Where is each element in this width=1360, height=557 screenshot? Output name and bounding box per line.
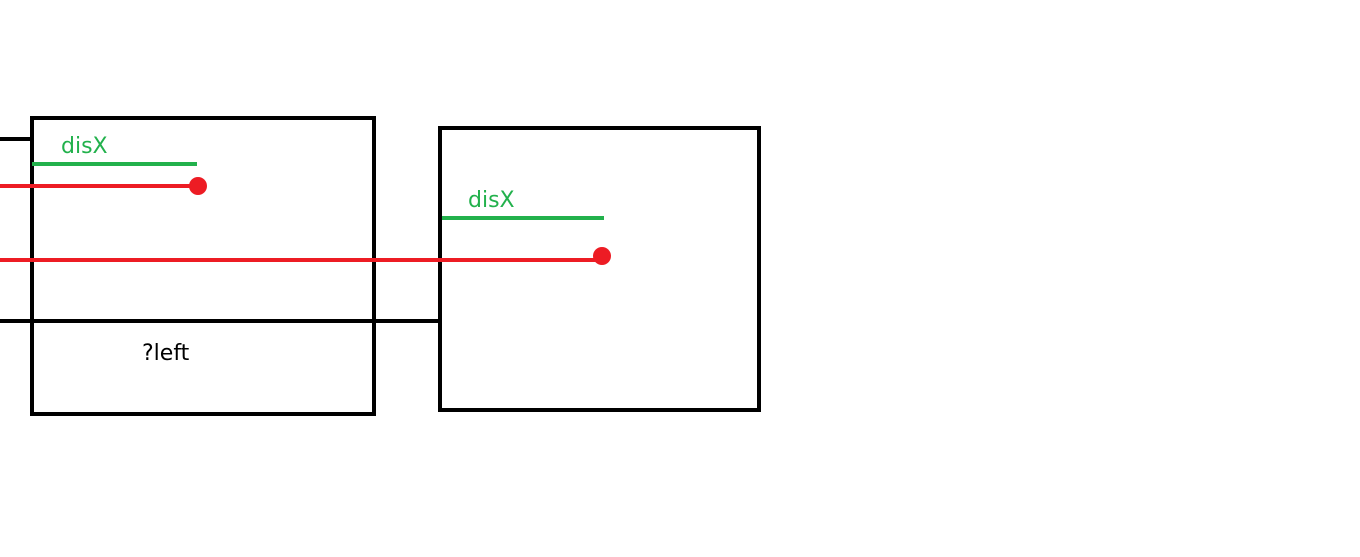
box2-pointer-dot (593, 247, 611, 265)
moved-box (438, 126, 761, 412)
box1-pointer-dot (189, 177, 207, 195)
box2-disx-label: disX (468, 188, 515, 213)
original-box (30, 116, 376, 416)
left-offset-label: ?left (142, 341, 190, 366)
box1-disx-label: disX (61, 134, 108, 159)
